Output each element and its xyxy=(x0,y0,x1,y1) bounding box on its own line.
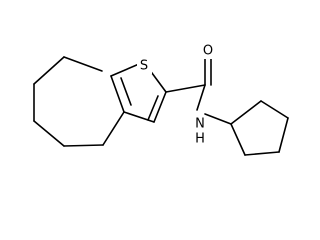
molecule-structure: S O N H xyxy=(33,43,289,156)
nitrogen-mask xyxy=(193,116,208,132)
bond-c2-c3-inner xyxy=(147,95,159,121)
bond-c6-c5 xyxy=(33,56,65,85)
hydrogen-mask xyxy=(193,131,208,147)
bond-c7a-s xyxy=(110,63,140,77)
bond-cp5-cp1 xyxy=(230,123,246,156)
bond-c7-c6 xyxy=(63,56,103,72)
bond-c3-c2 xyxy=(63,144,104,147)
bond-c3a-c7a xyxy=(110,75,125,113)
sulfur-mask xyxy=(137,58,152,74)
bond-cp1-cp2 xyxy=(230,100,262,125)
oxygen-label: O xyxy=(203,44,213,59)
bond-c2-c3 xyxy=(153,91,167,123)
oxygen-mask xyxy=(201,43,216,59)
bond-c3-c3a xyxy=(123,111,155,123)
sulfur-label: S xyxy=(140,59,148,74)
bond-cp3-cp4 xyxy=(278,117,289,153)
bond-c4-c3 xyxy=(33,120,65,147)
bond-cp4-cp5 xyxy=(244,151,280,156)
hydrogen-label: H xyxy=(195,132,205,147)
bond-c2-c3a xyxy=(102,111,125,146)
nitrogen-label: N xyxy=(195,117,205,132)
bond-n-cyclopentyl xyxy=(204,113,232,125)
bond-carbonyl-n xyxy=(196,84,206,111)
bond-c3a-c7a-inner xyxy=(120,77,132,106)
bond-cp2-cp3 xyxy=(260,100,289,119)
bond-c2-carbonyl xyxy=(165,84,206,93)
structure-canvas: S O N H xyxy=(33,43,289,156)
